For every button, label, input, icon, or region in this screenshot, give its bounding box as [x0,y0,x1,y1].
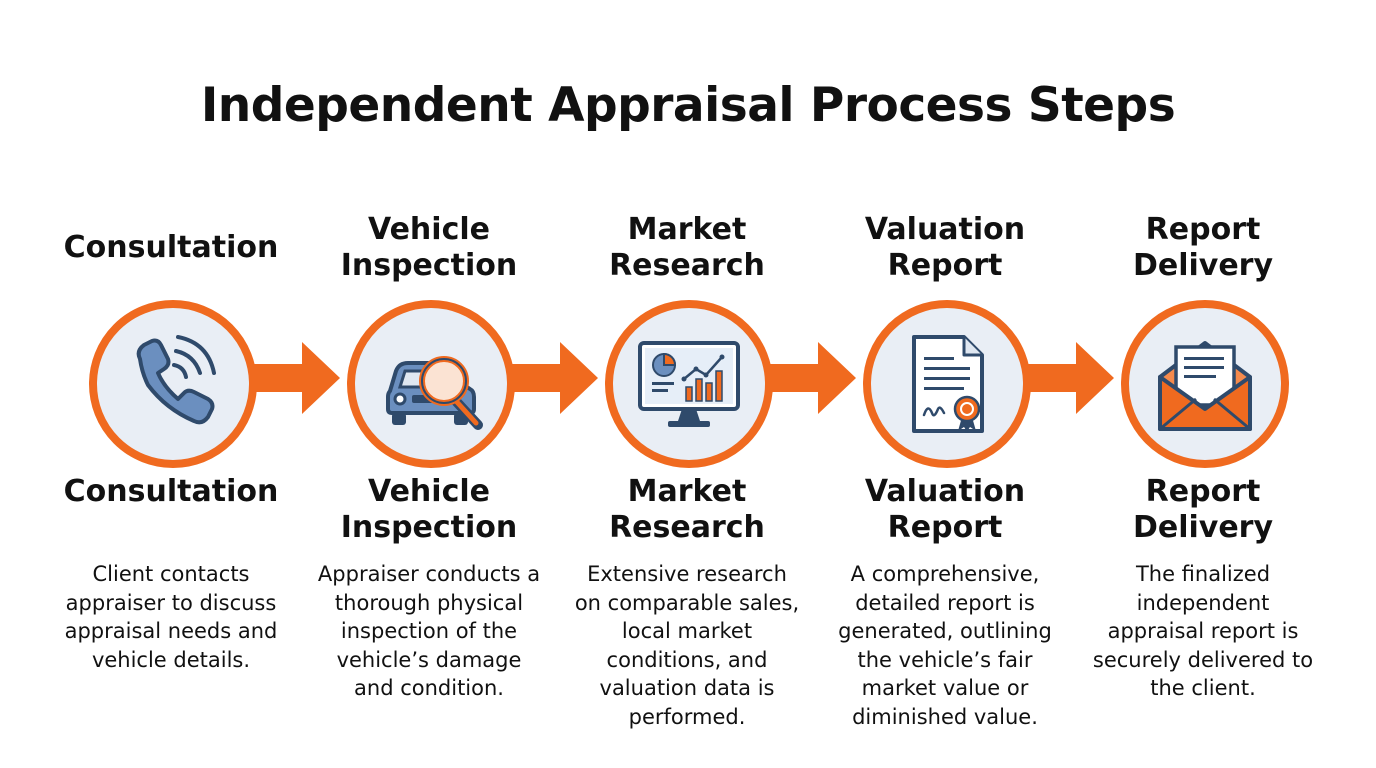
step-bottom-label-line: Market [627,474,747,509]
step-bottom-label-line: Valuation [864,474,1026,509]
desc-line: performed. [628,704,746,729]
desc-line: the vehicle’s fair [857,647,1033,672]
step-bottom-label-line: Report [887,510,1003,545]
step-description: A comprehensive, detailed report is gene… [820,560,1070,732]
desc-line: generated, outlining [838,619,1052,644]
desc-line: securely delivered to [1092,647,1314,672]
step-bottom-label-line: Inspection [340,510,518,545]
step-top-label-line: Inspection [340,248,518,283]
step-top-label: Valuation Report [820,212,1070,284]
step-report-delivery: Report Delivery Report Delivery The fina… [1078,0,1328,768]
desc-line: diminished value. [852,704,1038,729]
desc-line: conditions, and [606,647,768,672]
flow-arrow [510,342,598,414]
step-top-label-line: Delivery [1132,248,1274,283]
desc-line: vehicle details. [91,647,251,672]
desc-line: local market [621,619,753,644]
step-description: Extensive research on comparable sales, … [562,560,812,732]
step-bottom-label: Consultation [46,474,296,510]
step-icon-circle [89,300,257,468]
desc-line: valuation data is [599,676,775,701]
desc-line: Appraiser conducts a [317,562,541,586]
desc-line: and condition. [354,676,504,701]
desc-line: market value or [861,676,1029,701]
step-bottom-label-line: Delivery [1132,510,1274,545]
flow-arrow [252,342,340,414]
step-top-label-line: Market [627,212,747,247]
step-bottom-label: Valuation Report [820,474,1070,546]
desc-line: appraisal report is [1107,619,1299,644]
step-icon-circle [605,300,773,468]
step-consultation: Consultation Consultation Client contact… [46,0,296,768]
step-top-label: Consultation [46,230,296,266]
page-title: Independent Appraisal Process Steps [200,78,1176,133]
step-top-label: Report Delivery [1078,212,1328,284]
flow-arrow [768,342,856,414]
desc-line: on comparable sales, [574,590,800,615]
desc-line: the client. [1150,676,1256,701]
step-bottom-label-line: Report [1145,474,1261,509]
desc-line: inspection of the [340,619,518,644]
certificate-document-icon [912,335,984,433]
desc-line: Extensive research [587,562,787,586]
step-vehicle-inspection: Vehicle Inspection Vehicle Inspection Ap… [304,0,554,768]
desc-line: vehicle’s damage [336,647,522,672]
car-magnifier-icon [386,356,483,430]
step-bottom-label-line: Consultation [63,474,279,509]
step-bottom-label: Vehicle Inspection [304,474,554,546]
step-icon-circle [863,300,1031,468]
desc-line: The finalized [1135,562,1271,586]
step-top-label-line: Research [609,248,765,283]
step-description: Appraiser conducts a thorough physical i… [304,560,554,703]
phone-icon [136,335,216,425]
desc-line: detailed report is [855,590,1035,615]
step-bottom-label-line: Vehicle [368,474,490,509]
step-top-label: Market Research [562,212,812,284]
desc-line: appraisal needs and [64,619,278,644]
step-bottom-label-line: Research [609,510,765,545]
step-top-label-line: Valuation [864,212,1026,247]
flow-arrow [1026,342,1114,414]
desc-line: appraiser to discuss [65,590,277,615]
step-market-research: Market Research [562,0,812,768]
step-bottom-label: Market Research [562,474,812,546]
monitor-chart-icon [638,341,740,427]
step-top-label: Vehicle Inspection [304,212,554,284]
step-icon-circle [1121,300,1289,468]
step-valuation-report: Valuation Report Valuation Report [820,0,1070,768]
step-icon-circle [347,300,515,468]
desc-line: A comprehensive, [850,562,1040,586]
desc-line: independent [1136,590,1270,615]
envelope-letter-icon [1158,341,1252,431]
step-description: The finalized independent appraisal repo… [1078,560,1328,703]
desc-line: Client contacts [92,562,250,586]
step-top-label-line: Report [1145,212,1261,247]
step-top-label-line: Consultation [63,230,279,265]
step-bottom-label: Report Delivery [1078,474,1328,546]
step-top-label-line: Vehicle [368,212,490,247]
step-top-label-line: Report [887,248,1003,283]
step-description: Client contacts appraiser to discuss app… [46,560,296,674]
desc-line: thorough physical [334,590,524,615]
